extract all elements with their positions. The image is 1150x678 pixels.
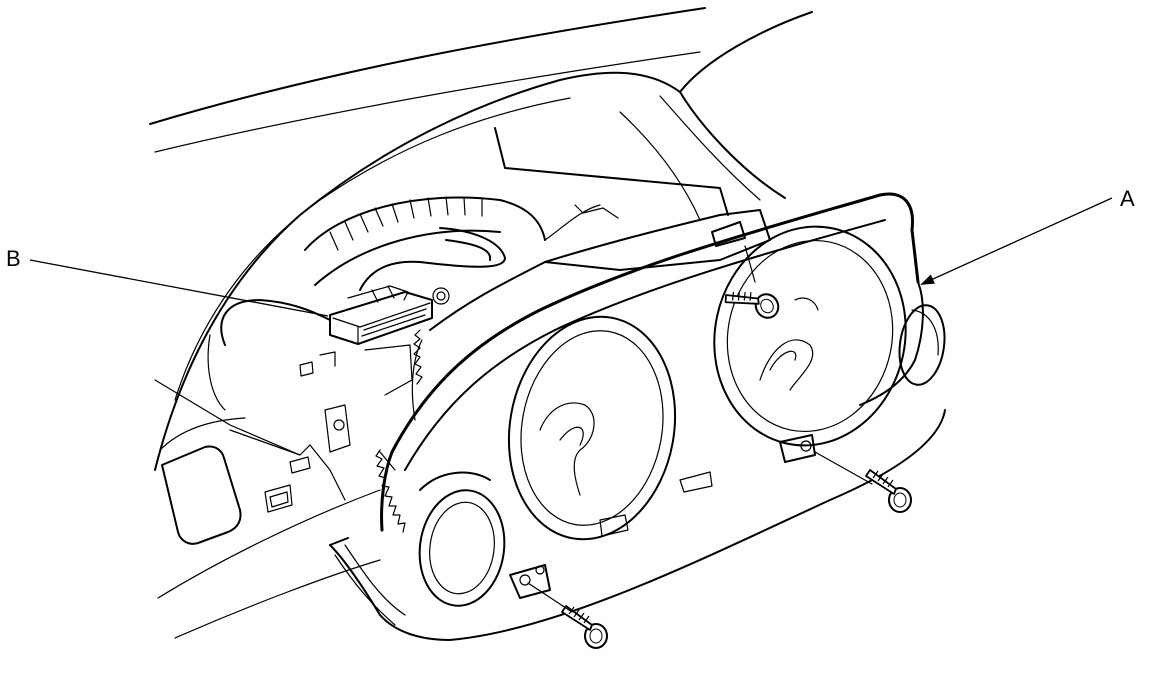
callout-b: B	[6, 246, 329, 317]
screw-bottom-leader	[527, 582, 573, 613]
dashboard-outline	[149, 7, 813, 639]
screw-right	[865, 469, 912, 513]
callout-a: A	[920, 186, 1135, 285]
gauge-control-module-a	[329, 192, 946, 641]
callout-a-label: A	[1120, 186, 1135, 211]
screw-bottom	[561, 605, 608, 649]
callout-b-label: B	[6, 246, 21, 271]
screw-top-leader	[744, 245, 756, 283]
connector-b	[329, 285, 450, 345]
mounting-brackets	[161, 344, 413, 545]
wire-harness	[207, 196, 619, 411]
screw-right-leader	[814, 451, 873, 485]
callout-b-leader	[29, 259, 329, 317]
callout-a-leader	[920, 197, 1113, 285]
screw-top	[721, 273, 784, 335]
